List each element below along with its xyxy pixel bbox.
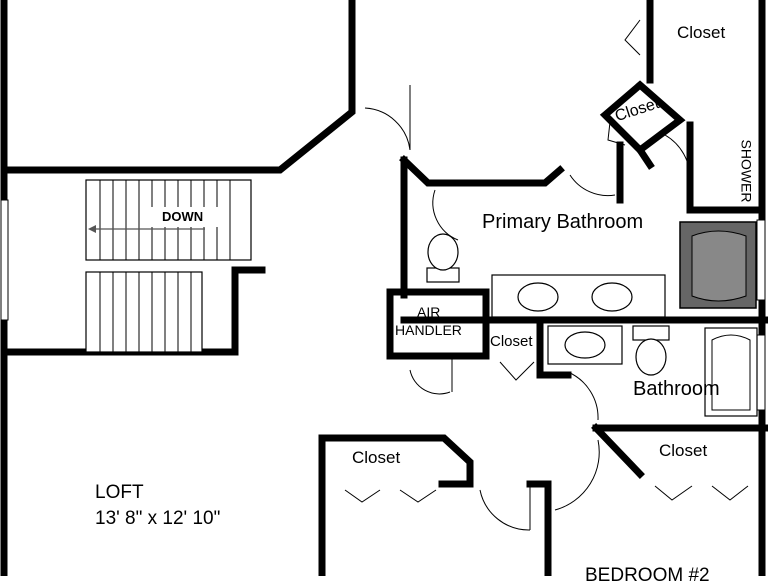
- bedroom-left-wall: [526, 480, 552, 576]
- toilet-area-door-swing: [432, 189, 459, 241]
- closet-bottom-right-label: Closet: [659, 441, 708, 460]
- loft-label: LOFT: [95, 482, 144, 503]
- loft-door-swing: [364, 107, 411, 151]
- primary-bathroom-label: Primary Bathroom: [482, 211, 644, 233]
- right-window-lower: [756, 334, 766, 411]
- bathroom-label: Bathroom: [633, 378, 720, 400]
- air-handler-door-swing: [409, 369, 451, 395]
- bedroom-label: BEDROOM #2: [585, 565, 710, 586]
- bath-sink: [564, 331, 606, 359]
- doors: [344, 19, 749, 531]
- loft-size-label: 13' 8" x 12' 10": [95, 508, 221, 529]
- bathtub-basin: [691, 230, 747, 302]
- bottom-right-closet-diagonal: [591, 423, 645, 479]
- diagonal-closet-stub: [635, 145, 655, 170]
- bath-toilet-tank: [632, 325, 670, 341]
- air-handler-label-line2: HANDLER: [395, 322, 462, 338]
- sink-right: [591, 282, 633, 312]
- staircase: [85, 179, 252, 353]
- bedroom-door-swing: [554, 439, 600, 511]
- air-handler-label-line1: AIR: [417, 304, 441, 320]
- bathroom-door-swing: [567, 371, 599, 421]
- fixtures: [426, 221, 758, 417]
- right-window-upper: [756, 219, 766, 301]
- primary-toilet-bowl: [427, 233, 459, 271]
- sink-left: [517, 282, 559, 312]
- primary-bath-top-wall: [399, 155, 565, 187]
- shower-label: SHOWER: [738, 139, 755, 203]
- closet-middle-label: Closet: [490, 333, 533, 350]
- closet-top-right-label: Closet: [677, 23, 726, 42]
- stair-lower-flight: [85, 271, 203, 353]
- primary-bath-door-swing: [569, 174, 616, 197]
- closet-bottom-left-label: Closet: [352, 448, 401, 467]
- bath-toilet-bowl: [635, 338, 667, 376]
- left-window: [0, 199, 9, 321]
- stairs-down-label: DOWN: [162, 209, 204, 224]
- upper-left-room-wall: [0, 0, 356, 174]
- closet-door-swing: [479, 489, 531, 531]
- stair-arrow-head: [88, 225, 96, 233]
- shower-door-swing: [664, 134, 691, 181]
- diagonal-closet-wall: [599, 80, 686, 155]
